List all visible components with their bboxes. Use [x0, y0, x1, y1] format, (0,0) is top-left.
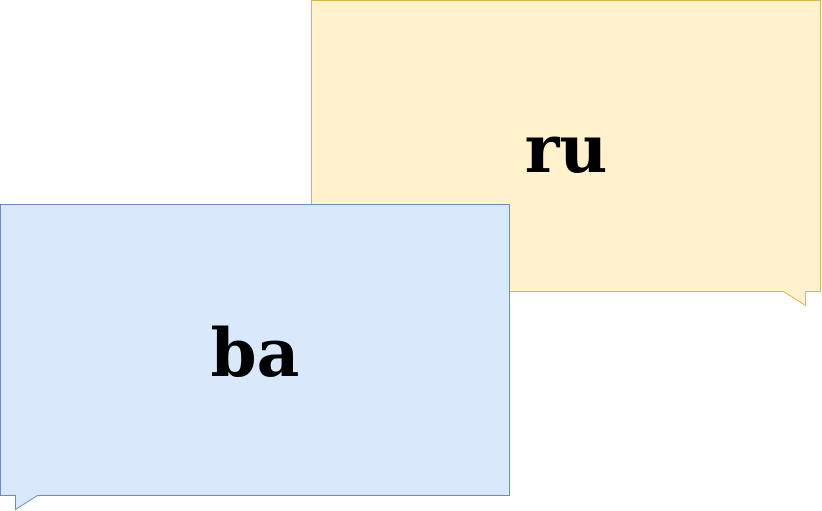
speech-bubble-ba-shape [0, 204, 510, 511]
speech-bubble-ru-label: ru [525, 110, 608, 188]
speech-bubble-ba-label: ba [211, 314, 300, 392]
speech-bubble-ba: ba [0, 204, 510, 511]
